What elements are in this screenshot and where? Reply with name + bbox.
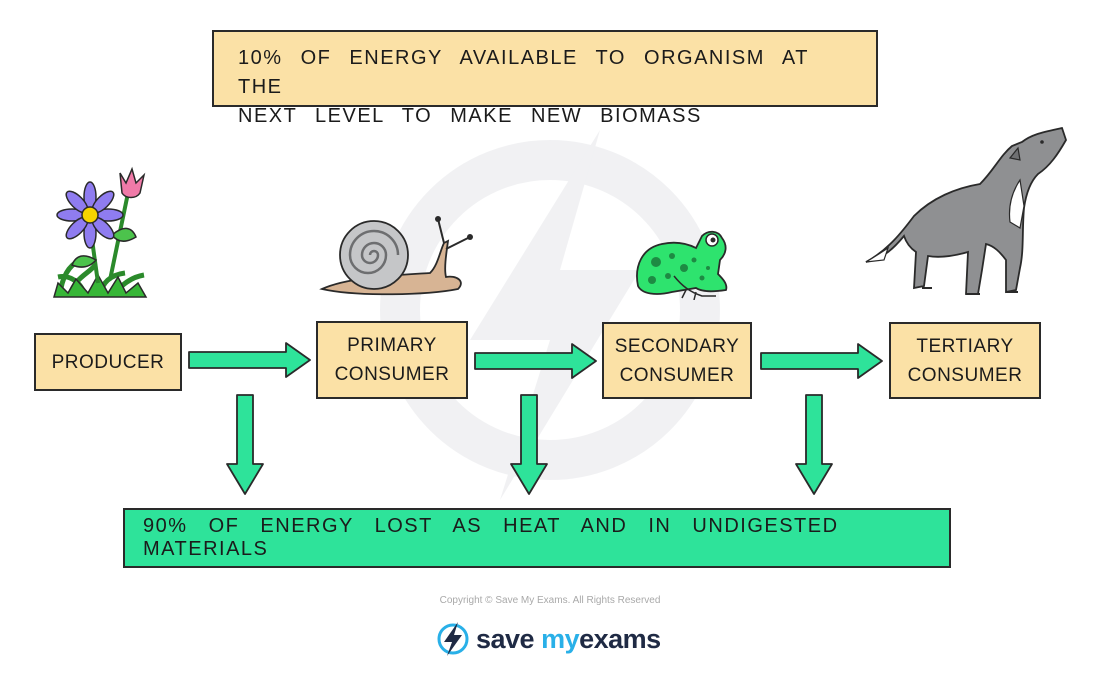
stage-primary-line-1: PRIMARY [347,335,437,356]
energy-available-line-1: 10% OF ENERGY AVAILABLE TO ORGANISM AT T… [238,47,809,98]
stage-primary-line-2: CONSUMER [334,364,450,385]
watermark-bolt-icon [380,130,720,500]
arrow-primary-to-secondary [474,343,597,379]
logo-word-exams: exams [579,623,661,654]
lightning-bolt-icon [437,622,469,656]
stage-box-tertiary-consumer: TERTIARY CONSUMER [889,322,1041,399]
arrow-down-primary [510,394,548,495]
energy-available-line-2: NEXT LEVEL TO MAKE NEW BIOMASS [238,105,702,127]
energy-lost-text: 90% OF ENERGY LOST AS HEAT AND IN UNDIGE… [143,515,839,560]
energy-lost-note: 90% OF ENERGY LOST AS HEAT AND IN UNDIGE… [123,508,951,568]
stage-producer-line-1: PRODUCER [51,351,165,373]
stage-box-primary-consumer: PRIMARY CONSUMER [316,321,468,399]
stage-box-producer: PRODUCER [34,333,182,391]
arrow-down-producer [226,394,264,495]
stage-tertiary-line-2: CONSUMER [907,364,1023,386]
arrow-secondary-to-tertiary [760,343,883,379]
logo-word-save: save [476,623,535,654]
stage-secondary-line-2: CONSUMER [619,364,735,386]
save-my-exams-logo: save myexams [436,620,661,658]
energy-available-note: 10% OF ENERGY AVAILABLE TO ORGANISM AT T… [212,30,878,127]
copyright-text: Copyright © Save My Exams. All Rights Re… [439,595,661,606]
stage-tertiary-line-1: TERTIARY [916,335,1014,357]
logo-word-my: my [541,623,580,654]
snail-icon [319,216,473,296]
stage-box-secondary-consumer: SECONDARY CONSUMER [602,322,752,399]
arrow-producer-to-primary [188,342,311,378]
stage-secondary-line-1: SECONDARY [614,335,740,357]
flower-icon [53,166,148,298]
logo-wordmark: save myexams [476,624,661,655]
arrow-down-secondary [795,394,833,495]
wolf-icon [865,126,1067,295]
frog-icon [636,230,728,300]
